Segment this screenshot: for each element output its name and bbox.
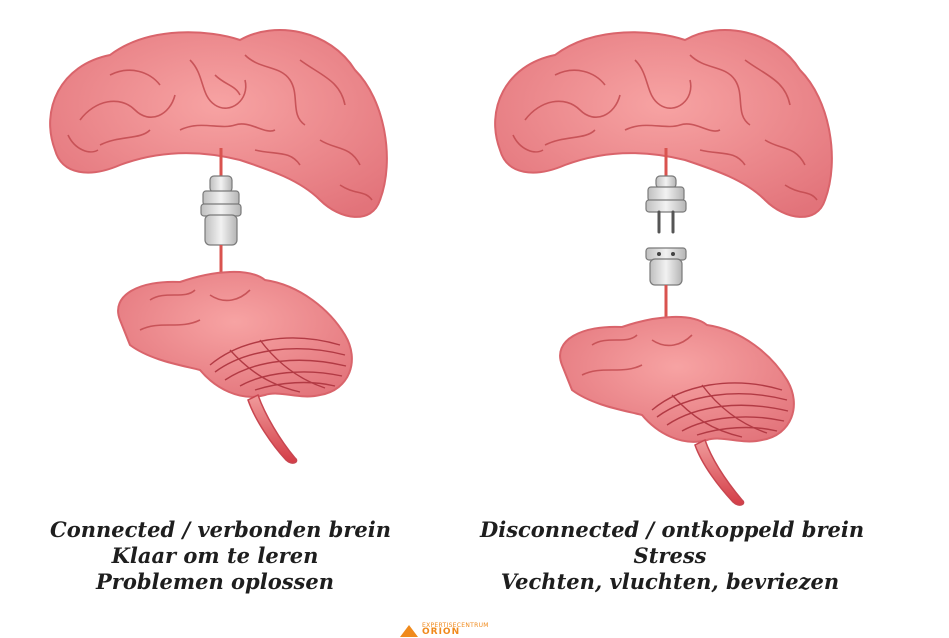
disconnected-caption: Disconnected / ontkoppeld brein Stress V… [480, 517, 860, 595]
connected-caption-line-2: Klaar om te leren [50, 543, 380, 569]
connected-caption-title: Connected / verbonden brein [50, 517, 380, 543]
logo-triangle-icon [400, 625, 418, 637]
lower-brain-right [560, 317, 794, 442]
disconnected-caption-line-2: Stress [480, 543, 860, 569]
disconnected-caption-line-3: Vechten, vluchten, bevriezen [480, 569, 860, 595]
brainstem-left [248, 395, 297, 463]
socket-unplugged [646, 248, 686, 285]
disconnected-brain-illustration [495, 30, 832, 505]
connected-caption: Connected / verbonden brein Klaar om te … [50, 517, 380, 595]
disconnected-caption-title: Disconnected / ontkoppeld brein [480, 517, 860, 543]
connected-caption-line-3: Problemen oplossen [50, 569, 380, 595]
brainstem-right [695, 440, 744, 505]
lower-brain-left [118, 272, 352, 397]
connected-brain-illustration [50, 30, 387, 463]
logo-name: ORION [422, 629, 489, 636]
plug-unplugged [646, 176, 686, 232]
plug-connected [201, 176, 241, 245]
orion-logo: EXPERTISECENTRUM ORION [400, 622, 489, 638]
